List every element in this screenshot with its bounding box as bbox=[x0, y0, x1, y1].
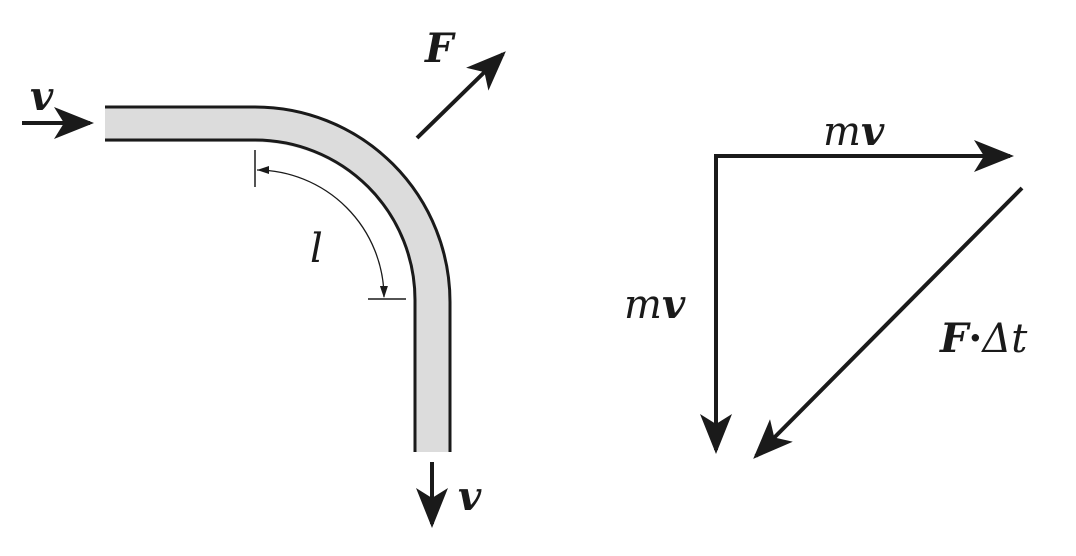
inlet-velocity-label: v bbox=[30, 73, 54, 120]
impulse-arrow bbox=[753, 186, 1024, 459]
horizontal-momentum-label: mv bbox=[823, 108, 885, 155]
force-arrow bbox=[415, 51, 506, 140]
pipe-bend bbox=[105, 107, 450, 452]
force-label: F bbox=[424, 25, 456, 72]
vertical-momentum-label: mv bbox=[624, 281, 686, 328]
length-dimension-arc bbox=[256, 169, 388, 298]
impulse-label: F·Δt bbox=[939, 315, 1028, 362]
pipe-inner-wall bbox=[105, 138, 417, 452]
length-label: l bbox=[310, 226, 323, 272]
pipe-outer-wall bbox=[105, 105, 452, 452]
length-arrowhead-start bbox=[257, 166, 269, 174]
outlet-velocity-label: v bbox=[458, 473, 482, 520]
